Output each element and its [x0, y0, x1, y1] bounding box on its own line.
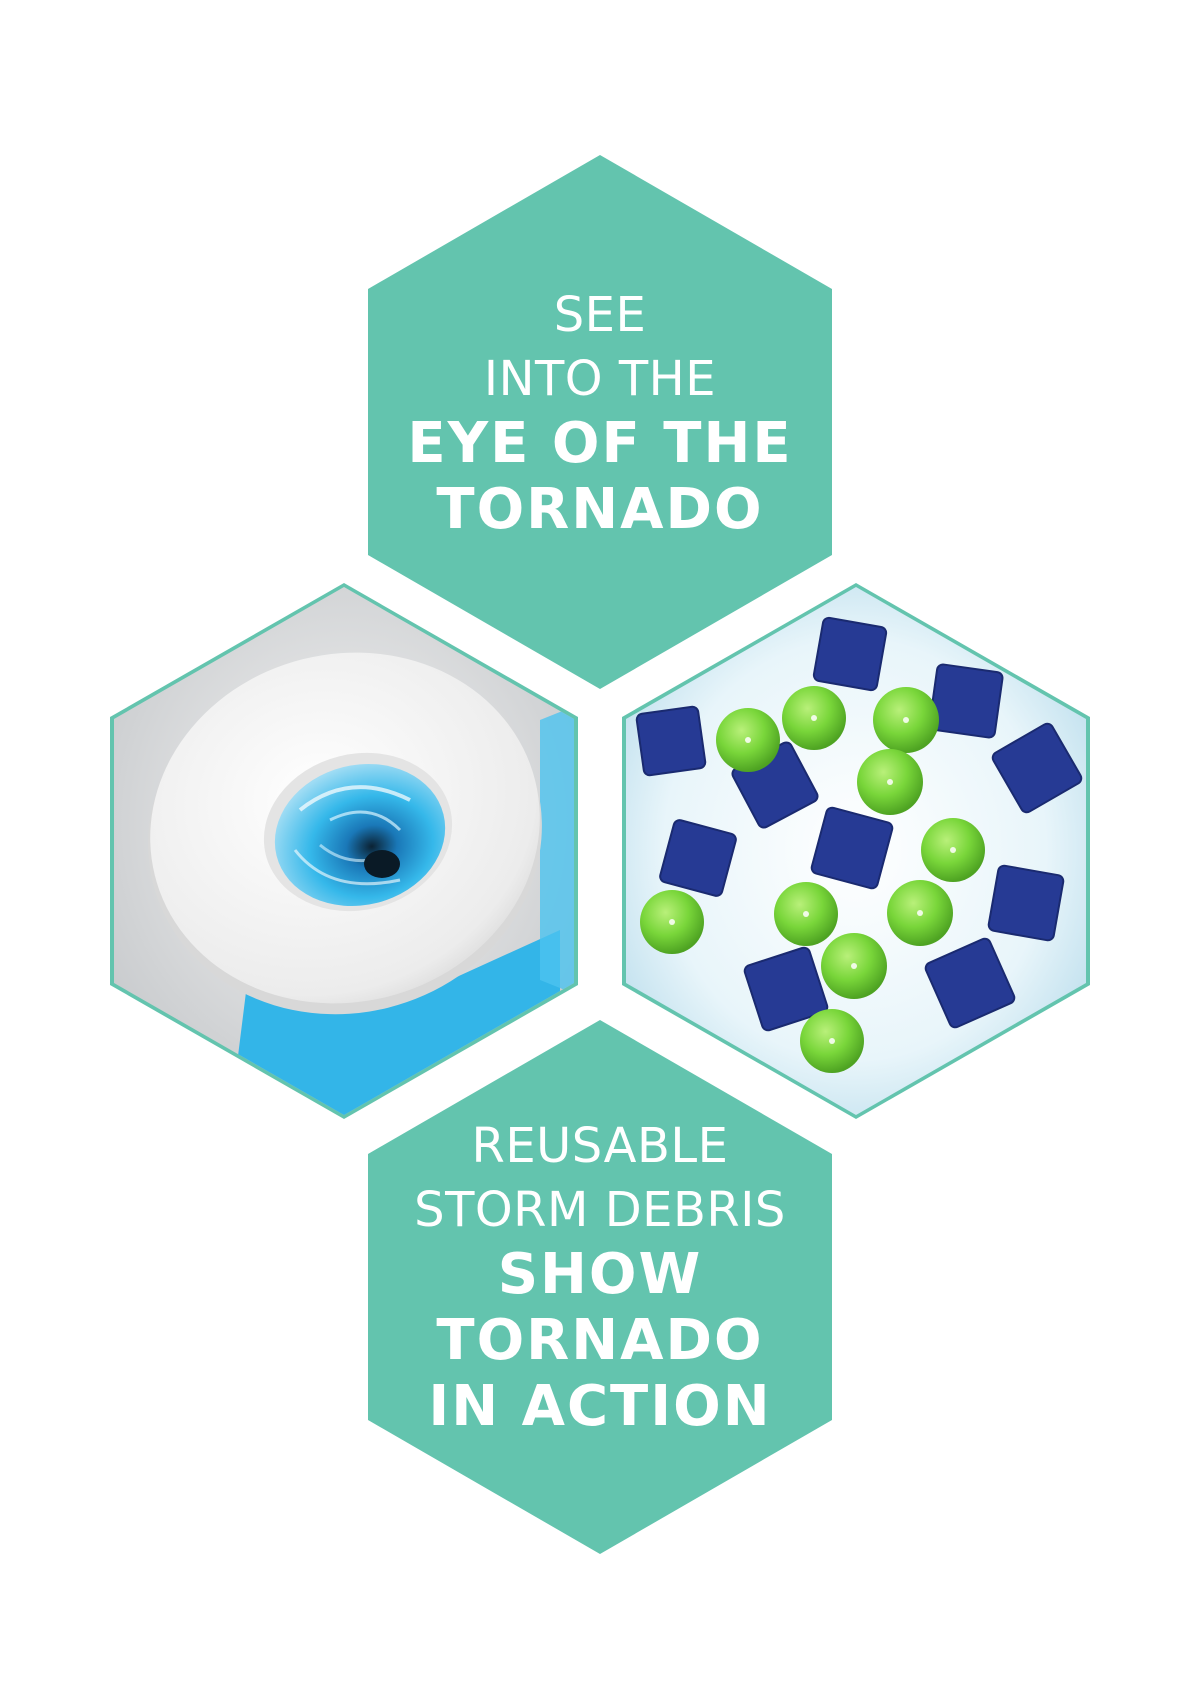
top-line-2: INTO THE	[483, 351, 717, 407]
top-hexagon	[368, 155, 832, 689]
bottom-hexagon	[368, 1020, 832, 1554]
top-hexagon-text: SEE INTO THE EYE OF THE TORNADO	[0, 283, 1200, 543]
bottom-line-3: SHOW	[497, 1242, 703, 1307]
top-line-3: EYE OF THE	[407, 411, 793, 476]
bottom-line-4: TORNADO	[436, 1308, 764, 1373]
top-line-1: SEE	[553, 287, 647, 343]
bottom-line-1: REUSABLE	[471, 1118, 729, 1174]
bottom-hexagon-text: REUSABLE STORM DEBRIS SHOW TORNADO IN AC…	[0, 1114, 1200, 1440]
tornado-vortex-photo	[110, 583, 578, 1119]
bottom-line-2: STORM DEBRIS	[414, 1182, 786, 1238]
bottom-line-5: IN ACTION	[428, 1374, 772, 1439]
top-line-4: TORNADO	[436, 477, 764, 542]
storm-debris-photo	[622, 583, 1090, 1119]
